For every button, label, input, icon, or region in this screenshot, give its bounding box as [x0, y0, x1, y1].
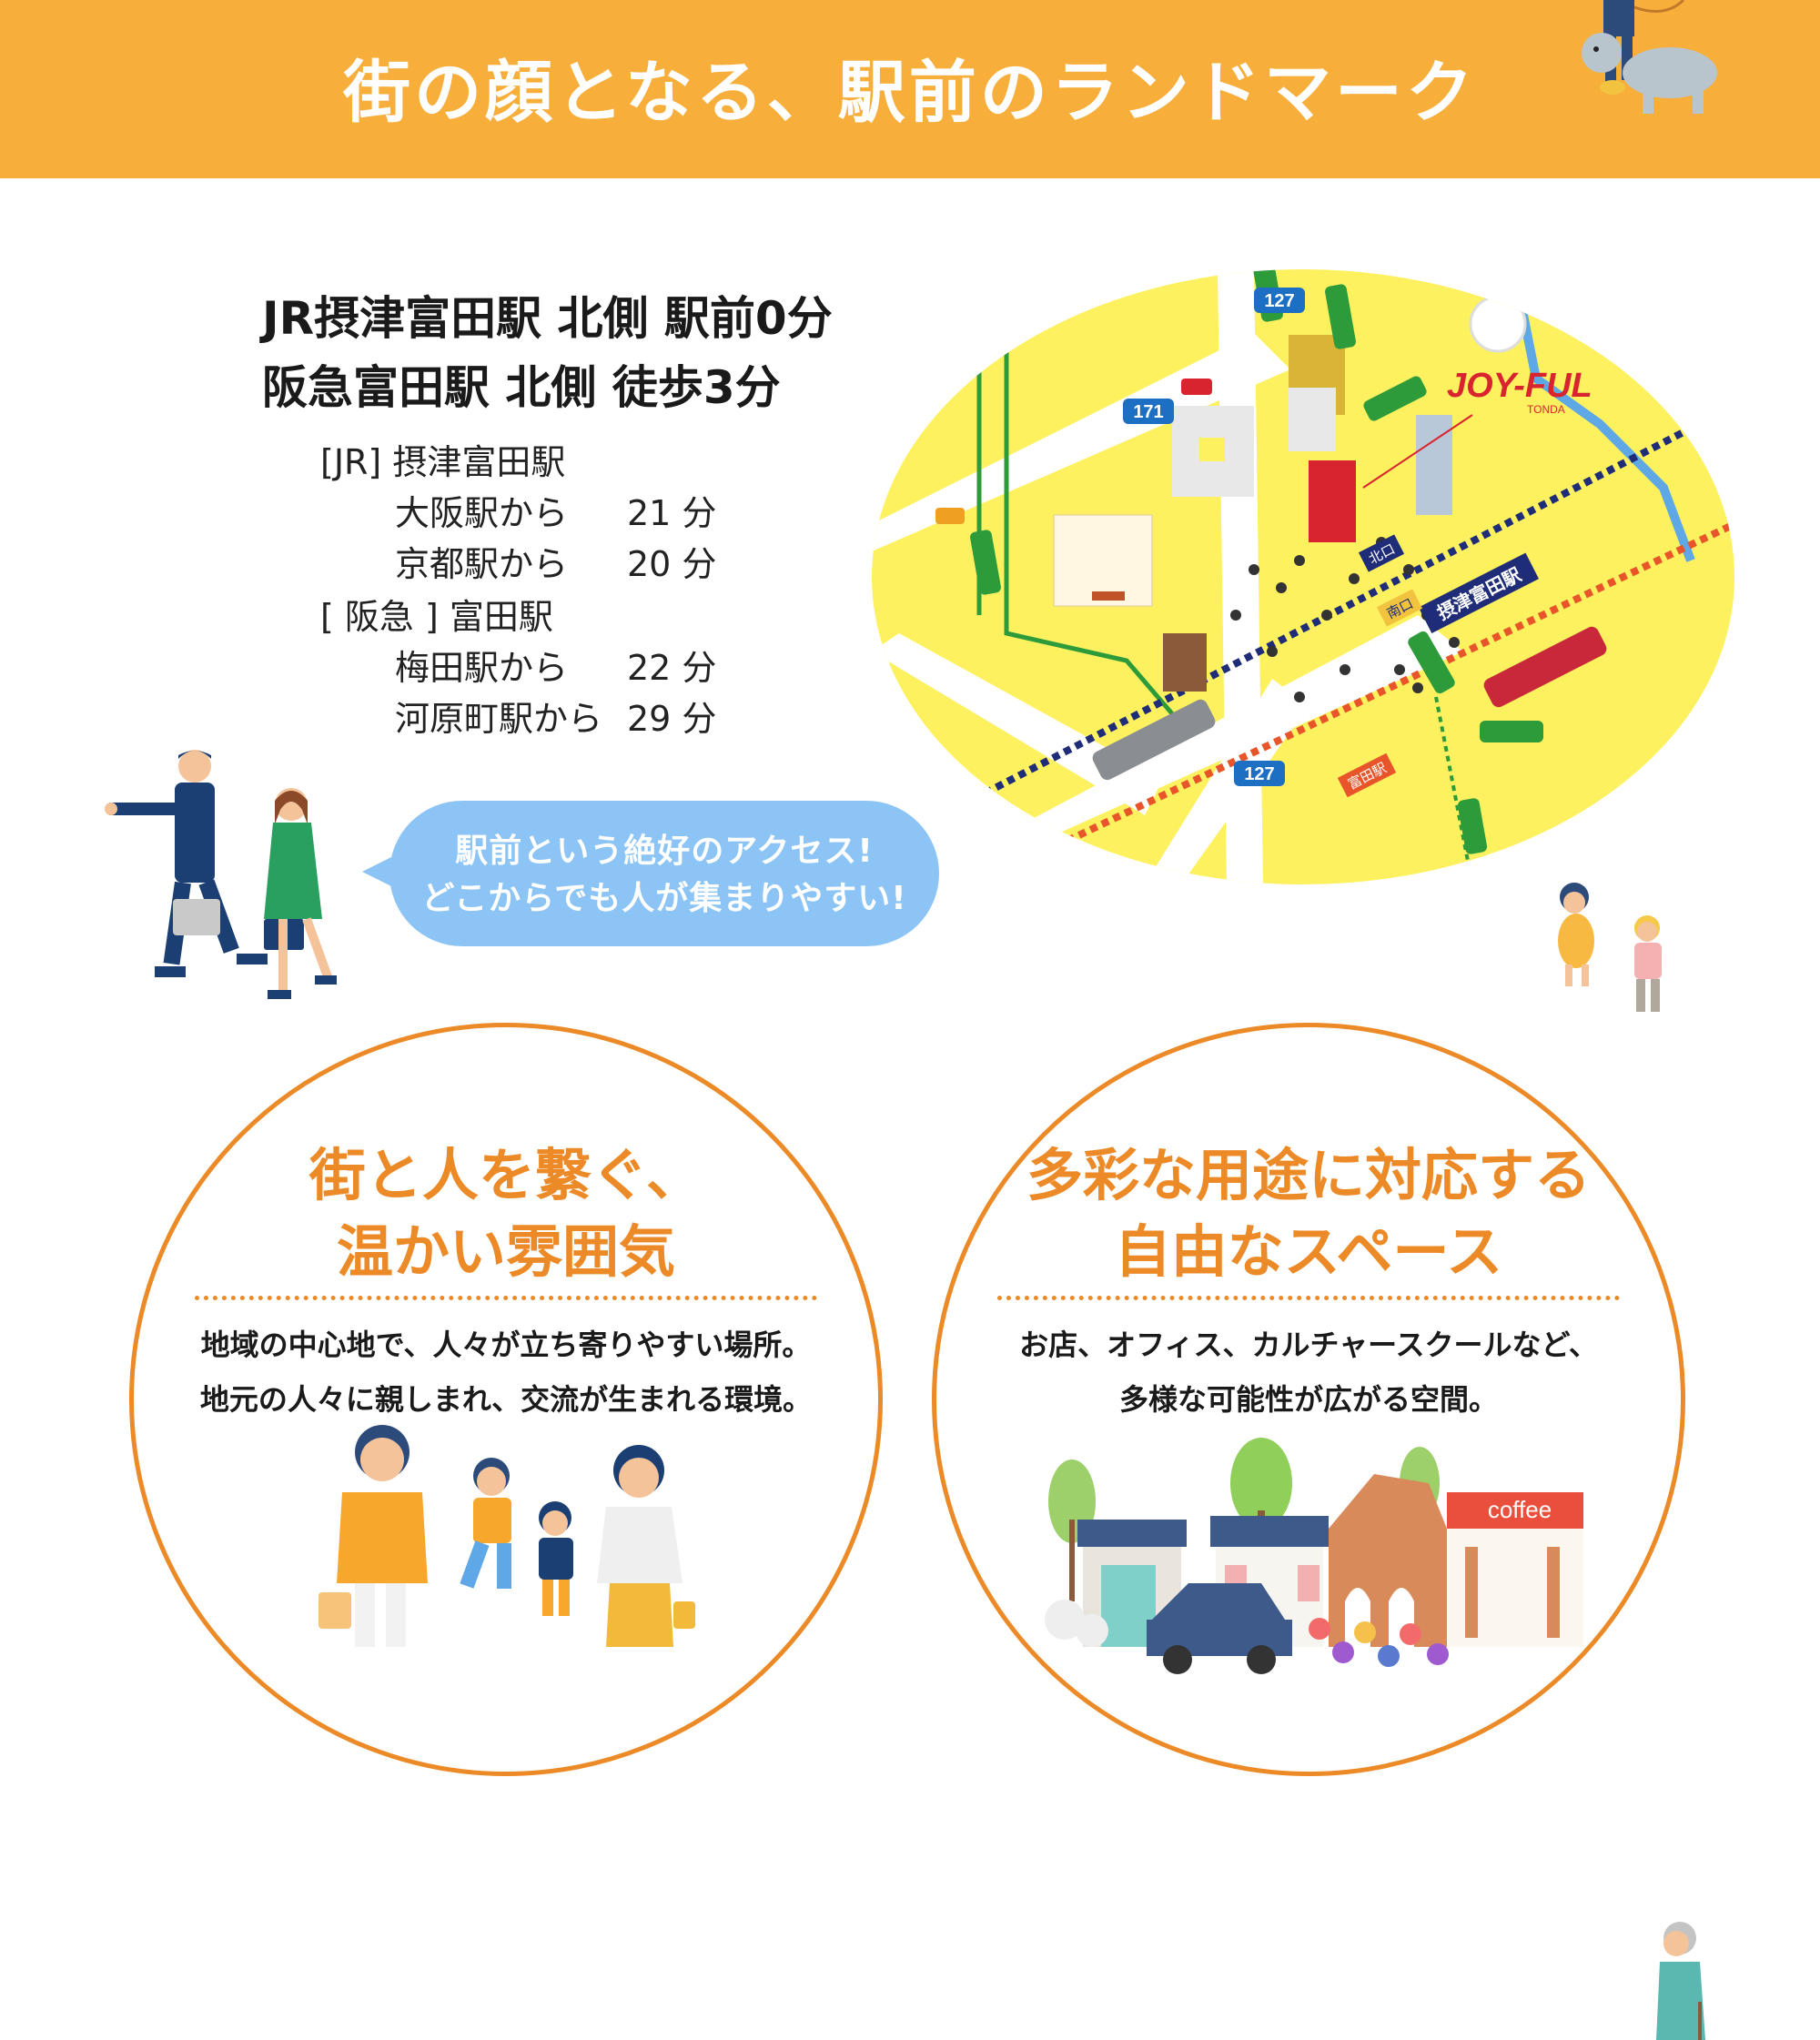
timetable-station: 河原町駅から [395, 699, 603, 739]
timetable-group-hankyu: [ 阪急 ] 富田駅 [320, 597, 553, 637]
map-bus [1457, 798, 1488, 854]
timetable-station: 大阪駅から [395, 493, 569, 533]
timetable-station: 京都駅から [395, 544, 569, 584]
map-bus [970, 530, 1001, 595]
children-illustration [1558, 883, 1662, 1012]
feature-desc-line: 地元の人々に親しまれ、交流が生まれる環境。 [199, 1382, 813, 1417]
map-bus [1480, 721, 1543, 742]
elderly-woman-illustration [1656, 1922, 1705, 2040]
route-sign-171 [1123, 399, 1174, 424]
joyful-logo-sub: TONDA [1527, 403, 1565, 416]
access-lead-jr: JR摂津富田駅 北側 駅前0分 [262, 292, 833, 345]
map-building [1416, 415, 1452, 515]
map-train [1483, 626, 1607, 708]
route-sign-127-bottom [1234, 761, 1285, 786]
map-road [1145, 679, 1309, 884]
dog-walker-illustration [1582, 0, 1717, 114]
feature-title-line: 街と人を繋ぐ、 [308, 1142, 703, 1208]
page-header [0, 0, 1820, 178]
timetable-time: 22 分 [627, 648, 717, 688]
map-car [935, 508, 965, 524]
route-sign-text: 127 [1244, 764, 1274, 784]
map-bus [1408, 631, 1455, 694]
map-building [1163, 633, 1207, 692]
townscape-illustration: coffee [1045, 1438, 1583, 1674]
feature-desc-line: 地域の中心地で、人々が立ち寄りやすい場所。 [200, 1328, 812, 1362]
feature-title: 多彩な用途に対応する 自由なスペース [932, 1137, 1685, 1290]
timetable-row: 河原町駅から 29 分 [395, 693, 716, 744]
map-train [1092, 699, 1216, 781]
feature-desc-line: お店、オフィス、カルチャースクールなど、 [1019, 1328, 1598, 1362]
map-river [1513, 287, 1695, 562]
map-road [872, 633, 1163, 815]
map-bus [1673, 843, 1734, 864]
feature-title-line: 温かい雰囲気 [336, 1218, 675, 1285]
map-bus [1363, 376, 1427, 421]
map-building [1053, 514, 1153, 607]
feature-title: 街と人を繋ぐ、 温かい雰囲気 [129, 1137, 883, 1290]
map-road [908, 615, 1463, 884]
map-bus [1325, 284, 1356, 349]
timetable-time: 21 分 [627, 493, 717, 533]
feature-title-line: 多彩な用途に対応する [1026, 1142, 1591, 1208]
dotted-divider [997, 1296, 1620, 1300]
feature-circle-warmth [129, 1023, 883, 1776]
feature-description: お店、オフィス、カルチャースクールなど、 多様な可能性が広がる空間。 [932, 1318, 1685, 1427]
timetable-time: 29 分 [627, 699, 717, 739]
route-sign-text: 127 [1264, 291, 1294, 311]
map-car [1181, 379, 1212, 395]
speech-bubble [389, 801, 939, 946]
speech-bubble-line: どこからでも人が集まりやすい! [421, 880, 907, 917]
feature-circle-space [932, 1023, 1685, 1776]
map-building [1289, 388, 1336, 451]
map-path [1004, 269, 1183, 726]
timetable-row: 京都駅から 20 分 [395, 539, 716, 590]
coffee-sign: coffee [1488, 1496, 1552, 1523]
feature-description: 地域の中心地で、人々が立ち寄りやすい場所。 地元の人々に親しまれ、交流が生まれる… [129, 1318, 883, 1427]
businesspeople-illustration [105, 750, 337, 999]
timetable-row: 大阪駅から 21 分 [395, 488, 716, 539]
area-map: 127 171 127 JOY-FUL TONDA 摂津富田駅 北口 南口 富田… [872, 269, 1734, 884]
feature-desc-line: 多様な可能性が広がる空間。 [1118, 1382, 1498, 1417]
family-illustration [318, 1425, 695, 1647]
map-clock [1469, 295, 1527, 353]
map-rail-jr [872, 402, 1734, 855]
dotted-divider [195, 1296, 817, 1300]
timetable-row: 梅田駅から 22 分 [395, 642, 716, 693]
map-path [1434, 696, 1474, 884]
page-title: 街の顔となる、駅前のランドマーク [343, 54, 1477, 132]
speech-bubble-line: 駅前という絶好のアクセス! [455, 833, 874, 870]
timetable-time: 20 分 [627, 544, 717, 584]
timetable-group-jr: [JR] 摂津富田駅 [320, 442, 566, 482]
timetable-station: 梅田駅から [395, 648, 569, 688]
joyful-building [1309, 460, 1356, 542]
joyful-logo: JOY-FUL [1447, 367, 1592, 405]
route-sign-text: 171 [1133, 402, 1163, 422]
feature-title-line: 自由なスペース [1114, 1218, 1503, 1285]
speech-bubble-text: 駅前という絶好のアクセス! どこからでも人が集まりやすい! [389, 828, 939, 923]
access-lead-hankyu: 阪急富田駅 北側 徒歩3分 [262, 361, 781, 414]
route-sign-127 [1254, 288, 1305, 313]
